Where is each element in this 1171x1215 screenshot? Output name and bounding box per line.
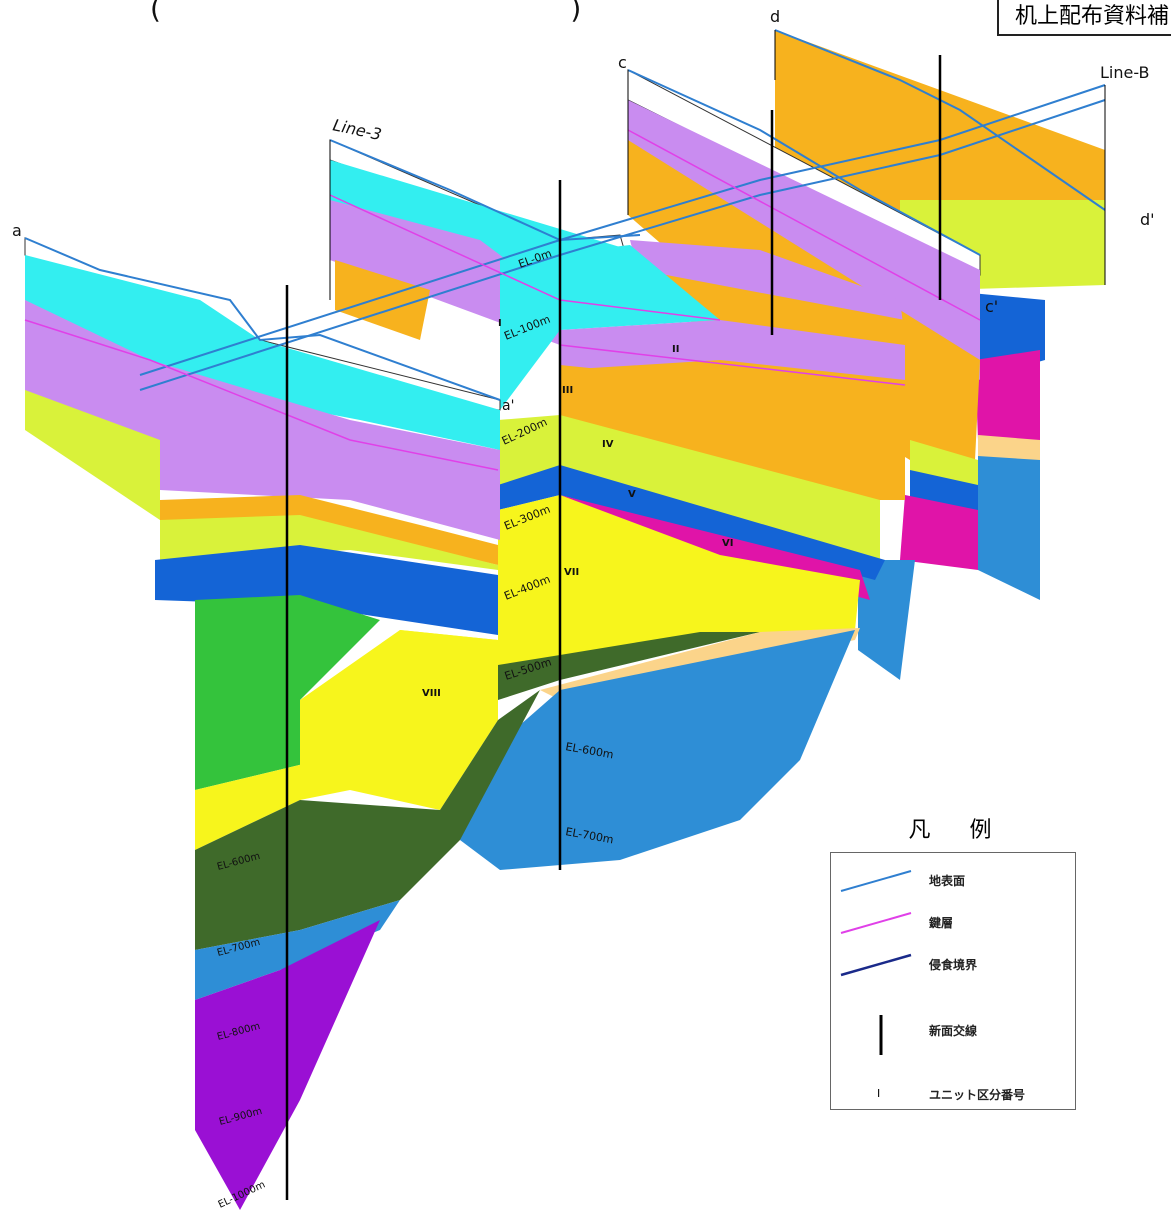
surface-line-a [24,237,501,401]
layer-blue-center [498,465,885,580]
unit-number: VII [564,567,579,578]
unit-number-icon: I [877,1087,880,1100]
unit-number: VI [722,538,733,549]
label-line-b: Line-B [1100,63,1150,82]
panel-a [24,237,540,1210]
key-bed-line-icon [840,912,912,934]
layer-yellow-a-2 [300,630,498,810]
panel-center [460,245,905,870]
legend-item-surface: 地表面 [831,863,1075,897]
layer-darkgreen-center [498,632,760,700]
layer-blue-a [155,545,498,635]
layer-steelblue-back-right [978,456,1040,600]
legend-label: 地表面 [929,874,966,888]
legend-label: 侵食境界 [929,958,978,972]
layer-yellow-center [498,495,860,665]
surface-lines [24,29,1106,401]
label-a: a [12,221,22,240]
unit-number: VIII [422,688,441,699]
legend-item-erosion-boundary: 侵食境界 [831,947,1075,981]
unit-number: II [672,344,679,355]
layer-steelblue-a [195,900,400,1000]
legend: 地表面 鍵層 侵食境界 新面交線 I ユニット区分番号 [830,852,1076,1110]
unit-number: V [628,489,636,500]
label-line-3: Line-3 [331,115,383,144]
surface-line-c [627,69,981,256]
handout-badge: 机上配布資料補 [996,0,1171,36]
legend-title: 凡 例 [908,818,1008,843]
surface-line-line3 [329,139,641,242]
key-bed-lines [24,129,981,471]
surface-line-icon [840,870,912,892]
legend-label: 鍵層 [929,916,954,930]
unit-number: I [498,318,502,329]
legend-label: ユニット区分番号 [929,1088,1026,1102]
layer-magenta-c [900,495,978,570]
surface-line-d [774,29,1106,211]
label-a-prime: a' [502,398,514,414]
layer-cyan-a [25,255,500,450]
label-c-prime: c' [985,297,998,316]
label-d: d [770,7,780,26]
layer-lavender-a [25,300,500,540]
layer-lime-a [160,515,498,570]
legend-item-key-bed: 鍵層 [831,905,1075,939]
layer-orange-line3 [335,260,430,340]
layer-orange-center-2 [560,360,905,500]
unit-number: III [562,385,573,396]
unit-labels: I II III IV V VI VII VIII [422,318,733,699]
label-d-prime: d' [1140,210,1155,229]
legend-item-intersection: 新面交線 [831,1013,1075,1055]
svg-text:I: I [877,1087,880,1100]
unit-number: IV [602,439,614,450]
legend-item-unit-number: I ユニット区分番号 [831,1077,1075,1111]
layer-darkgreen-a [195,690,540,950]
layer-steelblue-c [858,560,915,680]
surface-line-lineB [139,84,1106,376]
layer-lime-center [498,415,880,565]
layer-orange-a [160,495,498,565]
section-intersection-icon [879,1015,883,1055]
layer-magenta-back-right [975,350,1040,440]
erosion-boundary-line-icon [840,953,912,977]
layer-lime-a-left [25,390,160,520]
intersection-lines [285,30,1106,1200]
layer-cyan-center [500,245,720,410]
layer-peach-back-right [978,435,1040,462]
surface-line-lineB-2 [139,99,1106,391]
header-parenthetical: ( ) [150,0,582,25]
legend-label: 新面交線 [929,1024,978,1038]
label-c: c [618,53,627,72]
